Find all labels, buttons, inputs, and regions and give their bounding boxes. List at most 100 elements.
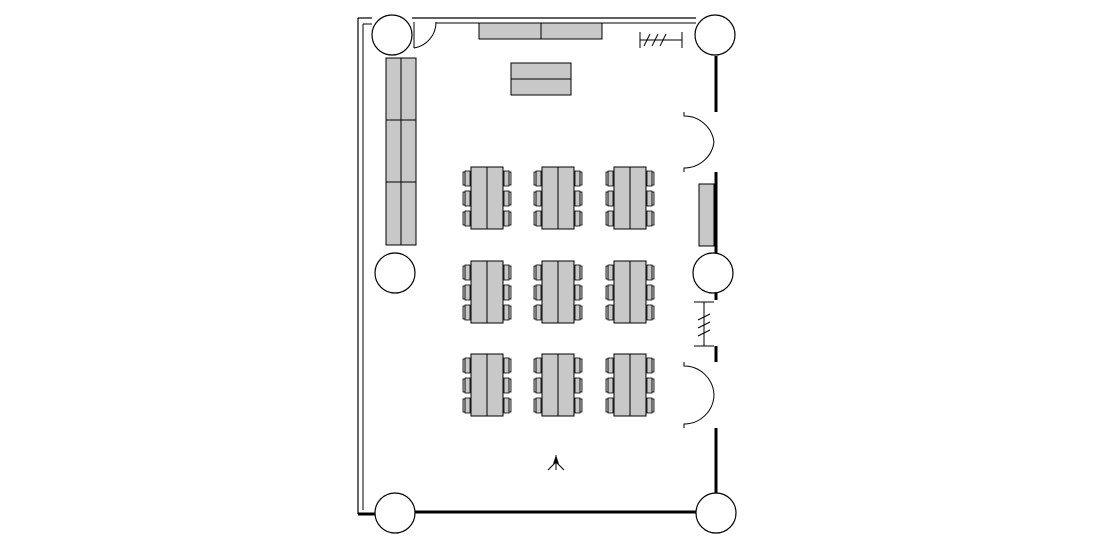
chair-back — [579, 358, 583, 373]
chair — [574, 357, 581, 374]
chair — [535, 304, 542, 321]
chair-back — [651, 378, 655, 393]
chair-back — [605, 171, 609, 186]
chair — [607, 377, 614, 394]
chair-back — [579, 191, 583, 206]
chair-back — [533, 171, 537, 186]
chair-back — [651, 305, 655, 320]
chair — [574, 170, 581, 187]
chair-back — [462, 171, 466, 186]
chair-back — [651, 171, 655, 186]
table — [629, 260, 647, 324]
chair-back — [651, 191, 655, 206]
chair — [535, 264, 542, 281]
chair — [646, 210, 653, 227]
chair — [464, 170, 471, 187]
chair-back — [605, 398, 609, 413]
door-right-lower — [683, 362, 715, 428]
chair — [607, 357, 614, 374]
chair-back — [605, 378, 609, 393]
coat-rack-right — [694, 301, 714, 347]
table-group — [533, 260, 583, 324]
chair-back — [605, 285, 609, 300]
chair — [574, 210, 581, 227]
chair-back — [533, 305, 537, 320]
chair — [607, 210, 614, 227]
chair-back — [579, 305, 583, 320]
chair-back — [462, 285, 466, 300]
table-group — [605, 353, 655, 417]
chair — [503, 357, 510, 374]
chair-back — [605, 191, 609, 206]
chair-back — [533, 211, 537, 226]
chair — [503, 397, 510, 414]
chair — [535, 170, 542, 187]
chair-back — [462, 398, 466, 413]
chair-back — [579, 285, 583, 300]
chair — [535, 284, 542, 301]
chair-back — [651, 265, 655, 280]
columns — [371, 14, 737, 534]
chair — [503, 284, 510, 301]
side-table-3b — [400, 181, 417, 246]
table — [629, 166, 647, 230]
column-top-right — [694, 14, 736, 56]
chair — [646, 264, 653, 281]
chair — [607, 304, 614, 321]
chair-back — [462, 358, 466, 373]
chair — [464, 304, 471, 321]
chair-back — [651, 285, 655, 300]
chair — [464, 264, 471, 281]
table — [557, 260, 575, 324]
chair-back — [462, 191, 466, 206]
top-counter-right — [540, 22, 603, 40]
side-table-2b — [400, 119, 417, 183]
chair-back — [605, 358, 609, 373]
chair-back — [651, 398, 655, 413]
column-mid-right — [692, 252, 734, 294]
table — [613, 353, 631, 417]
chair-back — [605, 211, 609, 226]
chair-back — [533, 358, 537, 373]
chair — [535, 357, 542, 374]
table-group — [462, 166, 512, 230]
chair-back — [533, 378, 537, 393]
column-bottom-right — [695, 492, 737, 534]
side-table-1b — [400, 57, 417, 121]
chair — [646, 304, 653, 321]
chair — [503, 190, 510, 207]
chair-back — [508, 191, 512, 206]
chair — [607, 284, 614, 301]
chair-back — [533, 398, 537, 413]
chair — [503, 304, 510, 321]
chair-back — [508, 305, 512, 320]
chair — [464, 377, 471, 394]
chair — [574, 284, 581, 301]
door-top-left — [413, 21, 437, 49]
chair-back — [462, 305, 466, 320]
table — [470, 353, 488, 417]
table-group — [605, 166, 655, 230]
chair-back — [579, 378, 583, 393]
chair — [607, 170, 614, 187]
table — [629, 353, 647, 417]
table-groups — [462, 166, 655, 417]
right-side-table — [698, 183, 715, 247]
column-top-left — [371, 14, 413, 56]
chair-back — [462, 378, 466, 393]
doors — [413, 21, 715, 428]
chair — [535, 397, 542, 414]
chair-back — [508, 398, 512, 413]
chair — [646, 397, 653, 414]
table — [470, 260, 488, 324]
side-table-1a — [385, 57, 402, 121]
chair — [464, 357, 471, 374]
chair-back — [508, 285, 512, 300]
chair — [607, 397, 614, 414]
column-bottom-left — [374, 492, 416, 534]
chair-back — [533, 265, 537, 280]
table — [613, 260, 631, 324]
chair — [646, 284, 653, 301]
chair — [574, 264, 581, 281]
